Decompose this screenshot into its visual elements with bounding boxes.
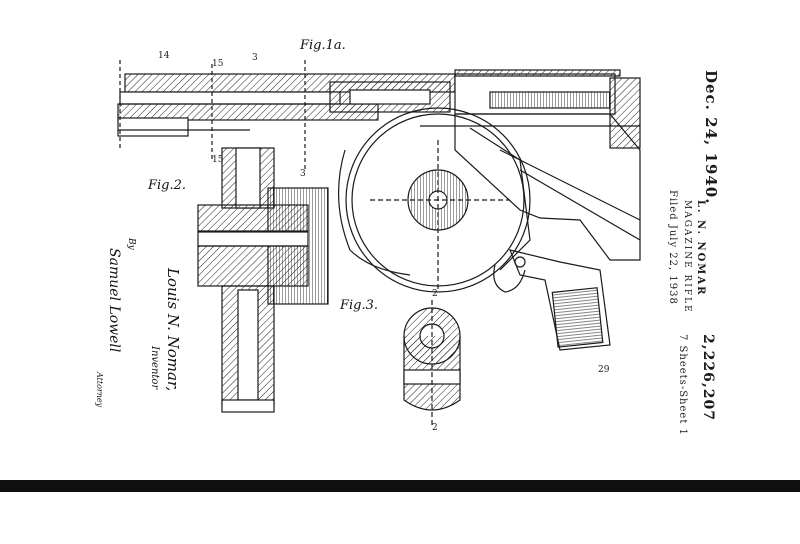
- svg-text:29: 29: [598, 365, 610, 375]
- by-label: By: [126, 238, 136, 250]
- svg-text:14: 14: [158, 51, 170, 61]
- svg-text:15: 15: [212, 155, 224, 165]
- svg-text:2: 2: [432, 289, 438, 299]
- pistol-grip: [493, 249, 611, 351]
- sheet-count: 7 Sheets-Sheet 1: [677, 334, 688, 436]
- fig-2-drawing: [197, 147, 329, 413]
- drum-magazine: [337, 107, 531, 293]
- svg-text:2: 2: [432, 423, 438, 433]
- inventor-signature: Louis N. Nomar,: [164, 268, 182, 392]
- svg-text:3: 3: [252, 53, 258, 63]
- scan-edge-bar: [0, 480, 800, 492]
- fig-1a-drawing: [117, 60, 641, 261]
- attorney-signature: Samuel Lowell: [106, 248, 122, 353]
- inventor-label: Inventor: [149, 346, 160, 390]
- patentee-name: L. N. NOMAR: [695, 200, 706, 297]
- filed-date: Filed July 22, 1938: [667, 190, 678, 305]
- patent-number: 2,226,207: [700, 334, 716, 421]
- attorney-label: Attorney: [95, 372, 104, 408]
- figure-2-label: Fig.2.: [148, 178, 187, 193]
- patent-date: Dec. 24, 1940.: [702, 70, 720, 205]
- recoil-spring: [489, 91, 611, 109]
- butt-plate: [609, 77, 641, 149]
- patent-title: MAGAZINE RIFLE: [682, 200, 692, 314]
- barrel-bore: [119, 91, 341, 105]
- figure-3-label: Fig.3.: [340, 298, 379, 313]
- figure-1a-label: Fig.1a.: [300, 38, 346, 53]
- section-marks: 14 15 3 15 3 2 2 29: [158, 51, 610, 433]
- svg-text:15: 15: [212, 59, 224, 69]
- svg-text:3: 3: [300, 169, 306, 179]
- fig-3-drawing: [403, 300, 461, 425]
